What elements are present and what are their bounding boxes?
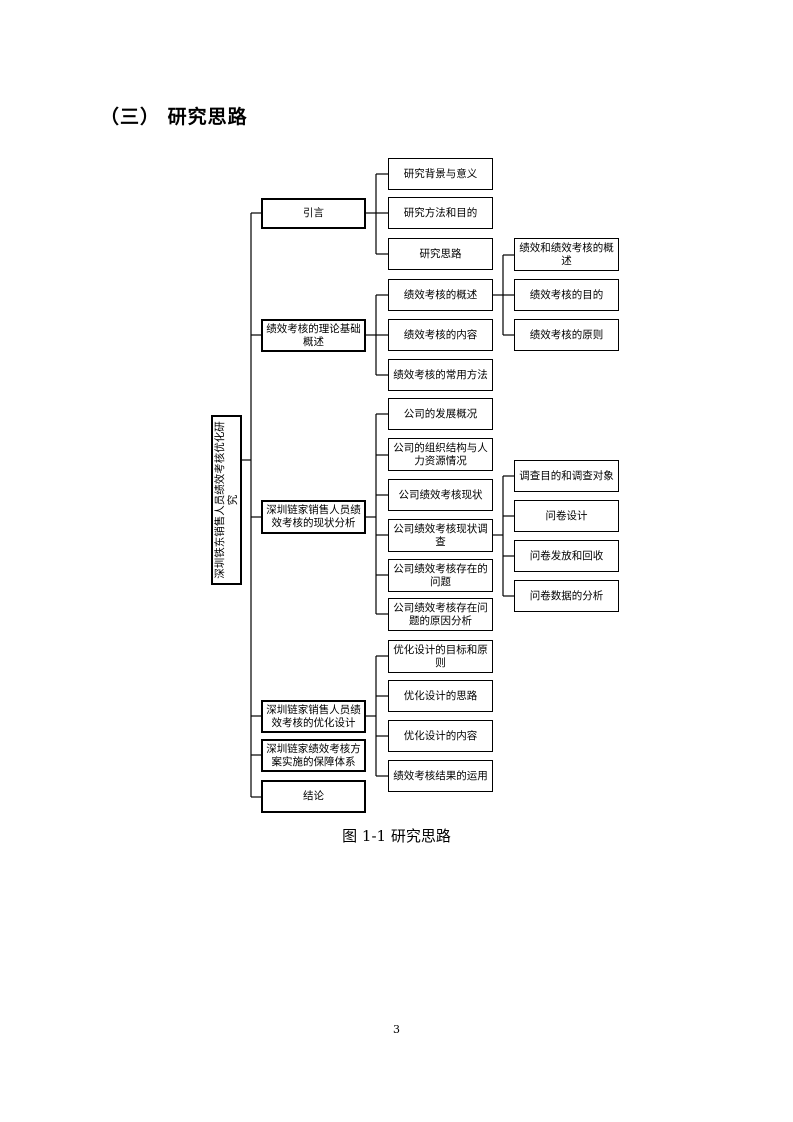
node-principle-label: 绩效考核的原则 — [529, 328, 604, 341]
node-approach-label: 研究思路 — [419, 247, 462, 260]
node-company-survey: 公司绩效考核现状调查 — [388, 519, 493, 552]
node-opt-usage-label: 绩效考核结果的运用 — [393, 769, 488, 782]
node-company-org-label: 公司的组织结构与人力资源情况 — [393, 441, 488, 467]
node-company-org: 公司的组织结构与人力资源情况 — [388, 438, 493, 471]
node-background-label: 研究背景与意义 — [403, 167, 478, 180]
node-analysis: 问卷数据的分析 — [514, 580, 619, 612]
node-company-status-label: 公司绩效考核现状 — [398, 488, 483, 501]
node-questionnaire-label: 问卷设计 — [545, 509, 588, 522]
node-distribute-label: 问卷发放和回收 — [529, 549, 604, 562]
node-opt-goal: 优化设计的目标和原则 — [388, 640, 493, 673]
node-analysis-label: 问卷数据的分析 — [529, 589, 604, 602]
node-status-label: 深圳链家销售人员绩效考核的现状分析 — [266, 504, 361, 529]
node-optimize: 深圳链家销售人员绩效考核的优化设计 — [261, 700, 366, 733]
root-node-label: 深圳铁东销售人员绩效考核优化研究 — [213, 421, 239, 579]
node-company-causes-label: 公司绩效考核存在问题的原因分析 — [393, 601, 488, 627]
node-conclusion-label: 结论 — [303, 790, 324, 802]
node-distribute: 问卷发放和回收 — [514, 540, 619, 572]
root-node: 深圳铁东销售人员绩效考核优化研究 — [211, 415, 242, 585]
node-concept: 绩效和绩效考核的概述 — [514, 238, 619, 271]
node-intro: 引言 — [261, 198, 366, 229]
page-number: 3 — [393, 1023, 400, 1036]
node-questionnaire: 问卷设计 — [514, 500, 619, 532]
node-intro-label: 引言 — [303, 207, 324, 219]
node-perf-content-label: 绩效考核的内容 — [403, 328, 478, 341]
node-survey-goal-label: 调查目的和调查对象 — [519, 469, 614, 482]
node-purpose-label: 绩效考核的目的 — [529, 288, 604, 301]
node-perf-overview: 绩效考核的概述 — [388, 279, 493, 311]
node-company-dev-label: 公司的发展概况 — [403, 407, 478, 420]
node-status: 深圳链家销售人员绩效考核的现状分析 — [261, 500, 366, 534]
node-background: 研究背景与意义 — [388, 158, 493, 190]
node-opt-content-label: 优化设计的内容 — [403, 729, 478, 742]
node-perf-methods: 绩效考核的常用方法 — [388, 359, 493, 391]
node-company-causes: 公司绩效考核存在问题的原因分析 — [388, 598, 493, 631]
node-approach: 研究思路 — [388, 238, 493, 270]
node-opt-usage: 绩效考核结果的运用 — [388, 760, 493, 792]
node-method: 研究方法和目的 — [388, 197, 493, 229]
node-method-label: 研究方法和目的 — [403, 206, 478, 219]
node-company-problems: 公司绩效考核存在的问题 — [388, 559, 493, 592]
node-purpose: 绩效考核的目的 — [514, 279, 619, 311]
node-opt-idea-label: 优化设计的思路 — [403, 689, 478, 702]
node-optimize-label: 深圳链家销售人员绩效考核的优化设计 — [266, 703, 361, 729]
node-opt-idea: 优化设计的思路 — [388, 680, 493, 712]
node-opt-content: 优化设计的内容 — [388, 720, 493, 752]
node-principle: 绩效考核的原则 — [514, 319, 619, 351]
node-company-survey-label: 公司绩效考核现状调查 — [393, 522, 488, 548]
node-theory-label: 绩效考核的理论基础概述 — [266, 322, 361, 348]
node-opt-goal-label: 优化设计的目标和原则 — [393, 643, 488, 669]
node-perf-methods-label: 绩效考核的常用方法 — [393, 368, 488, 381]
node-conclusion: 结论 — [261, 780, 366, 813]
node-company-problems-label: 公司绩效考核存在的问题 — [393, 562, 488, 588]
figure-caption: 图 1-1 研究思路 — [342, 827, 451, 845]
node-company-status: 公司绩效考核现状 — [388, 479, 493, 511]
node-guarantee-label: 深圳链家绩效考核方案实施的保障体系 — [266, 742, 361, 768]
node-company-dev: 公司的发展概况 — [388, 398, 493, 430]
node-perf-content: 绩效考核的内容 — [388, 319, 493, 351]
node-survey-goal: 调查目的和调查对象 — [514, 460, 619, 492]
section-heading: （三） 研究思路 — [100, 106, 248, 128]
node-theory: 绩效考核的理论基础概述 — [261, 319, 366, 352]
node-concept-label: 绩效和绩效考核的概述 — [519, 241, 614, 267]
node-guarantee: 深圳链家绩效考核方案实施的保障体系 — [261, 739, 366, 772]
node-perf-overview-label: 绩效考核的概述 — [403, 288, 478, 301]
